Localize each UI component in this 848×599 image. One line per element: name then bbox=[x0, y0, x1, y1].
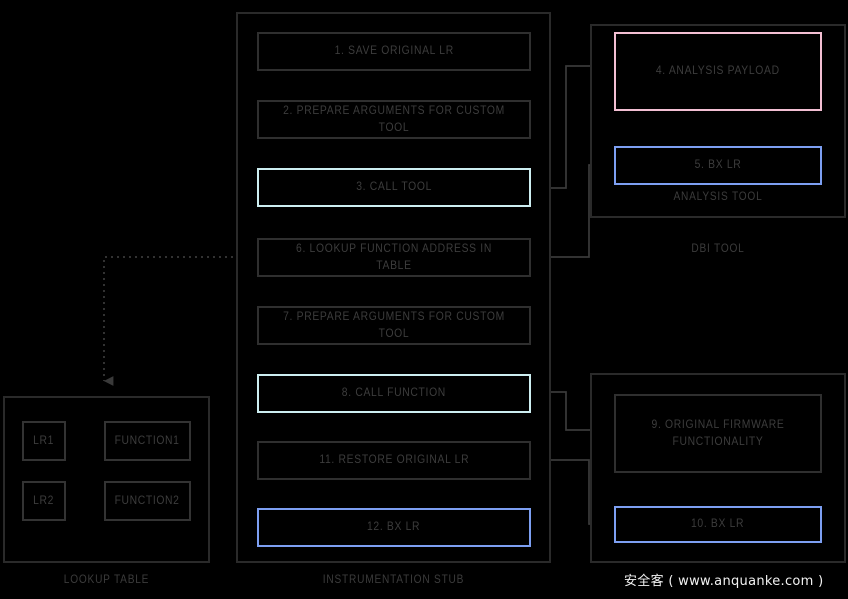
node-8-call-function: 8. CALL FUNCTION bbox=[257, 374, 531, 413]
lookup-cell-function1-label: FUNCTION1 bbox=[115, 435, 180, 447]
watermark: 安全客 ( www.anquanke.com ) bbox=[624, 574, 824, 589]
node-4-analysis-payload: 4. ANALYSIS PAYLOAD bbox=[614, 32, 822, 111]
node-2-label: 2. PREPARE ARGUMENTS FOR CUSTOM TOOL bbox=[283, 104, 505, 134]
node-7-label: 7. PREPARE ARGUMENTS FOR CUSTOM TOOL bbox=[283, 310, 505, 340]
node-11-label: 11. RESTORE ORIGINAL LR bbox=[319, 454, 469, 467]
node-12-label: 12. BX LR bbox=[367, 521, 421, 534]
node-6-lookup-function-address-in-table: 6. LOOKUP FUNCTION ADDRESS IN TABLE bbox=[257, 238, 531, 277]
lookup-cell-function2: FUNCTION2 bbox=[104, 481, 191, 521]
lookup-cell-function1: FUNCTION1 bbox=[104, 421, 191, 461]
node-7-prepare-arguments-for-custom-tool: 7. PREPARE ARGUMENTS FOR CUSTOM TOOL bbox=[257, 306, 531, 345]
lookup-cell-lr2-label: LR2 bbox=[33, 495, 55, 507]
node-1-label: 1. SAVE ORIGINAL LR bbox=[334, 45, 454, 58]
node-2-prepare-arguments-for-custom-tool: 2. PREPARE ARGUMENTS FOR CUSTOM TOOL bbox=[257, 100, 531, 139]
lookup-cell-lr1: LR1 bbox=[22, 421, 66, 461]
lookup-cell-lr1-label: LR1 bbox=[33, 435, 55, 447]
node-3-label: 3. CALL TOOL bbox=[356, 181, 432, 194]
node-12-bx-lr: 12. BX LR bbox=[257, 508, 531, 547]
node-3-call-tool: 3. CALL TOOL bbox=[257, 168, 531, 207]
panel-label-dbi-tool: DBI TOOL bbox=[691, 243, 745, 255]
node-4-label: 4. ANALYSIS PAYLOAD bbox=[656, 65, 780, 78]
lookup-cell-lr2: LR2 bbox=[22, 481, 66, 521]
panel-label-instrumentation-stub: INSTRUMENTATION STUB bbox=[322, 574, 465, 586]
wire-6-to-lookup bbox=[103, 256, 257, 386]
node-10-bx-lr: 10. BX LR bbox=[614, 506, 822, 543]
panel-label-analysis-tool: ANALYSIS TOOL bbox=[673, 191, 763, 203]
panel-label-lookup-table: LOOKUP TABLE bbox=[63, 574, 150, 586]
panel-instrumentation-stub bbox=[236, 12, 551, 563]
node-6-label: 6. LOOKUP FUNCTION ADDRESS IN TABLE bbox=[296, 242, 492, 272]
node-8-label: 8. CALL FUNCTION bbox=[341, 387, 447, 400]
node-9-label: 9. ORIGINAL FIRMWARE FUNCTIONALITY bbox=[651, 418, 785, 448]
node-9-original-firmware-functionality: 9. ORIGINAL FIRMWARE FUNCTIONALITY bbox=[614, 394, 822, 473]
node-10-label: 10. BX LR bbox=[691, 518, 745, 531]
node-11-restore-original-lr: 11. RESTORE ORIGINAL LR bbox=[257, 441, 531, 480]
node-5-bx-lr: 5. BX LR bbox=[614, 146, 822, 185]
node-5-label: 5. BX LR bbox=[694, 159, 742, 172]
lookup-cell-function2-label: FUNCTION2 bbox=[115, 495, 180, 507]
node-1-save-original-lr: 1. SAVE ORIGINAL LR bbox=[257, 32, 531, 71]
